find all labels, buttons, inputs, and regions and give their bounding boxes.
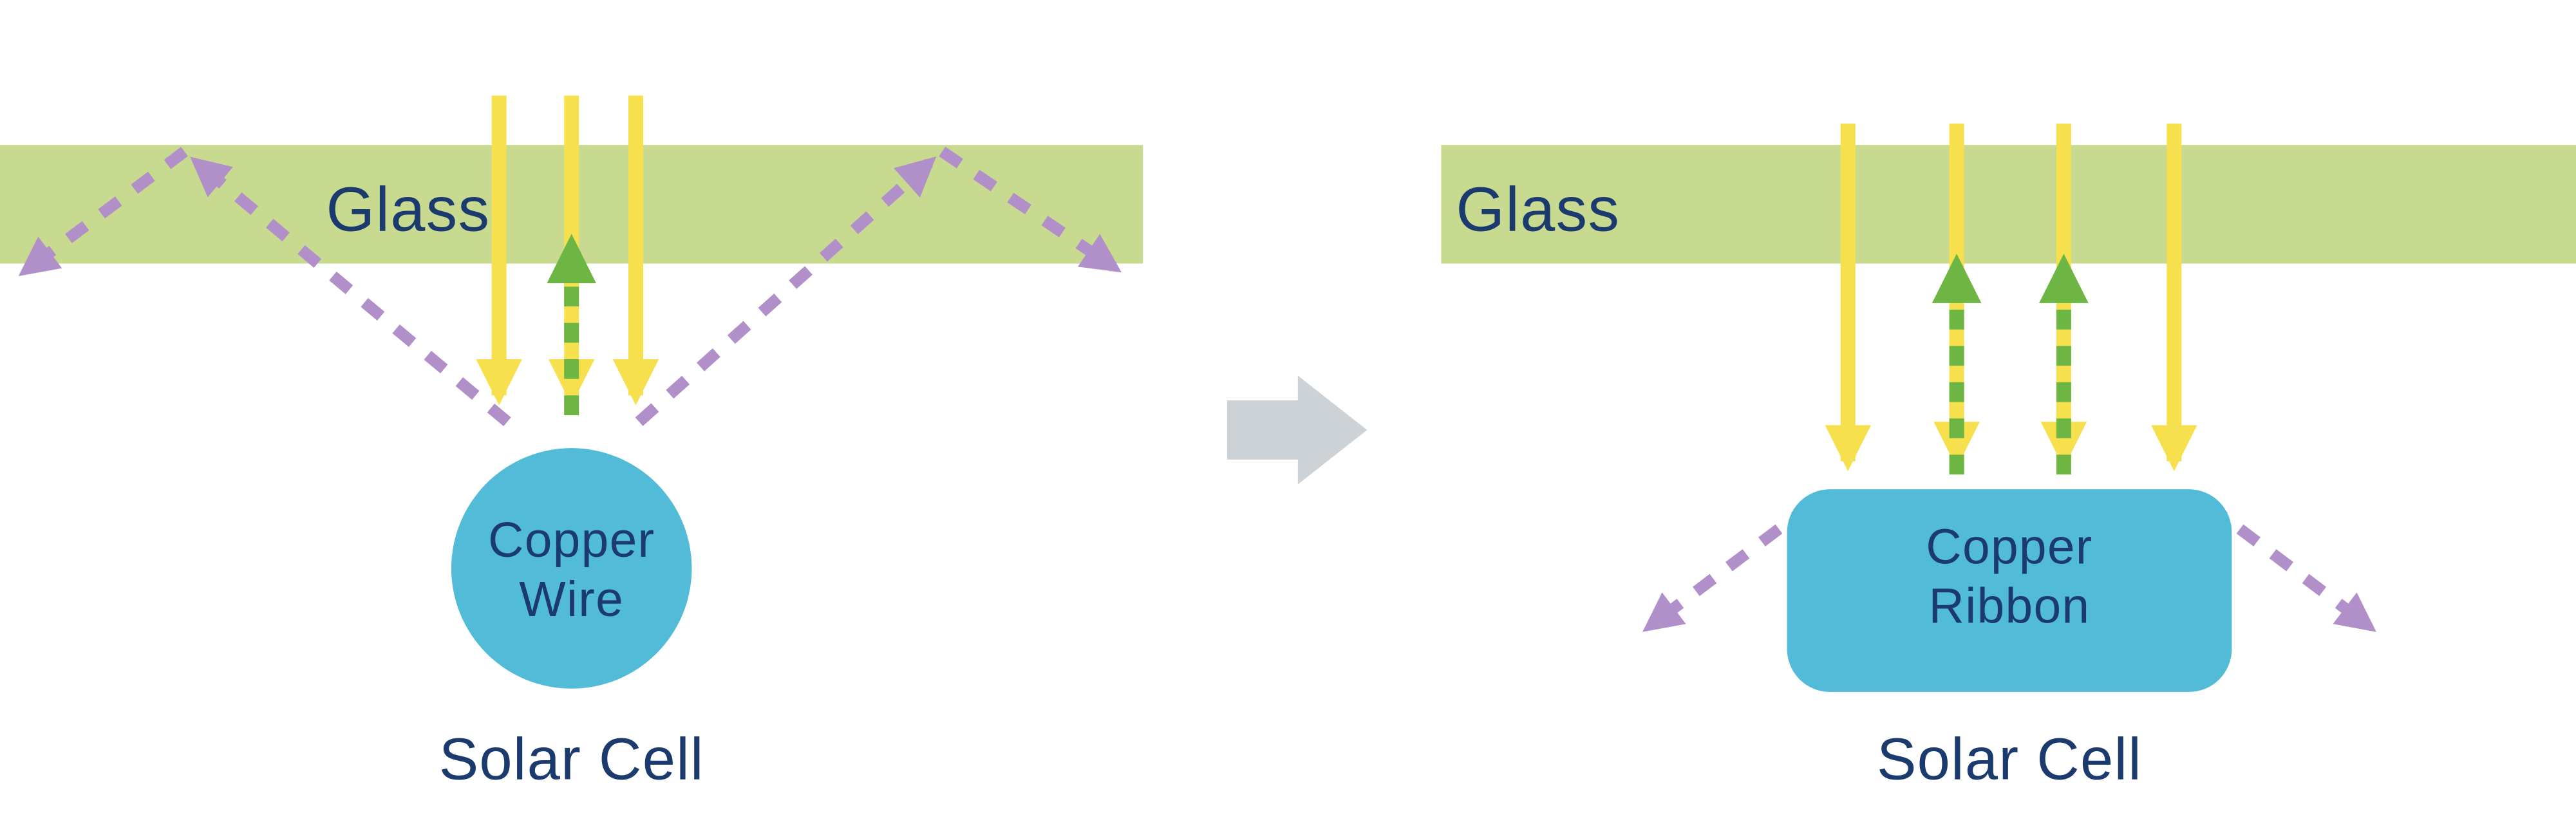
left-panel: Copper Wire Glass Solar Cell [0, 95, 1143, 792]
copper-wire-shape [451, 448, 692, 689]
escaped-light-right-arrow [2203, 500, 2376, 632]
solar-cell-label-right: Solar Cell [1877, 726, 2142, 792]
glass-label-right: Glass [1456, 174, 1620, 244]
copper-ribbon-shape [1787, 489, 2232, 692]
transition-arrow-icon [1227, 375, 1368, 485]
copper-ribbon-label-line2: Ribbon [1929, 579, 2091, 633]
copper-wire-label-line1: Copper [488, 513, 655, 568]
solar-cell-label-left: Solar Cell [439, 726, 704, 792]
escaped-light-left-arrow [1642, 500, 1816, 632]
escaped-light-out-right-arrow [939, 147, 1122, 273]
escaped-light-up-left-arrow [190, 156, 511, 427]
copper-wire-label-line2: Wire [519, 572, 624, 627]
glass-label-left: Glass [326, 174, 491, 244]
escaped-light-out-left-arrow [18, 147, 188, 276]
copper-ribbon-label-line1: Copper [1926, 519, 2092, 574]
glass-layer-right [1441, 145, 2576, 264]
right-panel: Copper Ribbon Glass Solar Cell [1441, 123, 2576, 792]
